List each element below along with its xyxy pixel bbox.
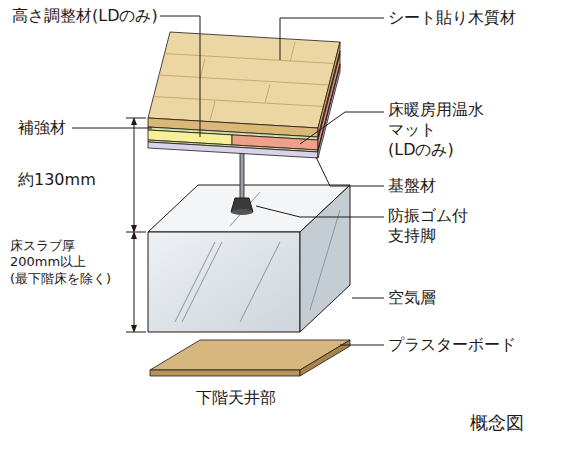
- part-label: 基盤材: [388, 176, 436, 195]
- figure-caption: 概念図: [470, 412, 524, 434]
- leader-lines: [72, 16, 384, 345]
- concrete-slab: [148, 185, 350, 332]
- part-label: 床暖房用温水 マット (LDのみ): [388, 100, 484, 160]
- part-label: 空気層: [388, 288, 436, 307]
- part-label: 高さ調整材(LDのみ): [12, 6, 158, 25]
- part-label: プラスターボード: [388, 335, 516, 354]
- support-leg: [231, 150, 253, 215]
- part-label: 床スラブ厚 200mm以上 (最下階床を除く): [10, 238, 111, 287]
- dimension-lines: [126, 118, 146, 332]
- part-label: 防振ゴム付 支持脚: [388, 206, 468, 246]
- part-label: シート貼り木質材: [388, 8, 516, 27]
- part-label: 約130mm: [18, 170, 96, 189]
- plaster-board: [150, 340, 350, 376]
- part-label: 下階天井部: [196, 388, 276, 407]
- part-label: 補強材: [18, 118, 66, 137]
- floor-panel: [148, 32, 340, 158]
